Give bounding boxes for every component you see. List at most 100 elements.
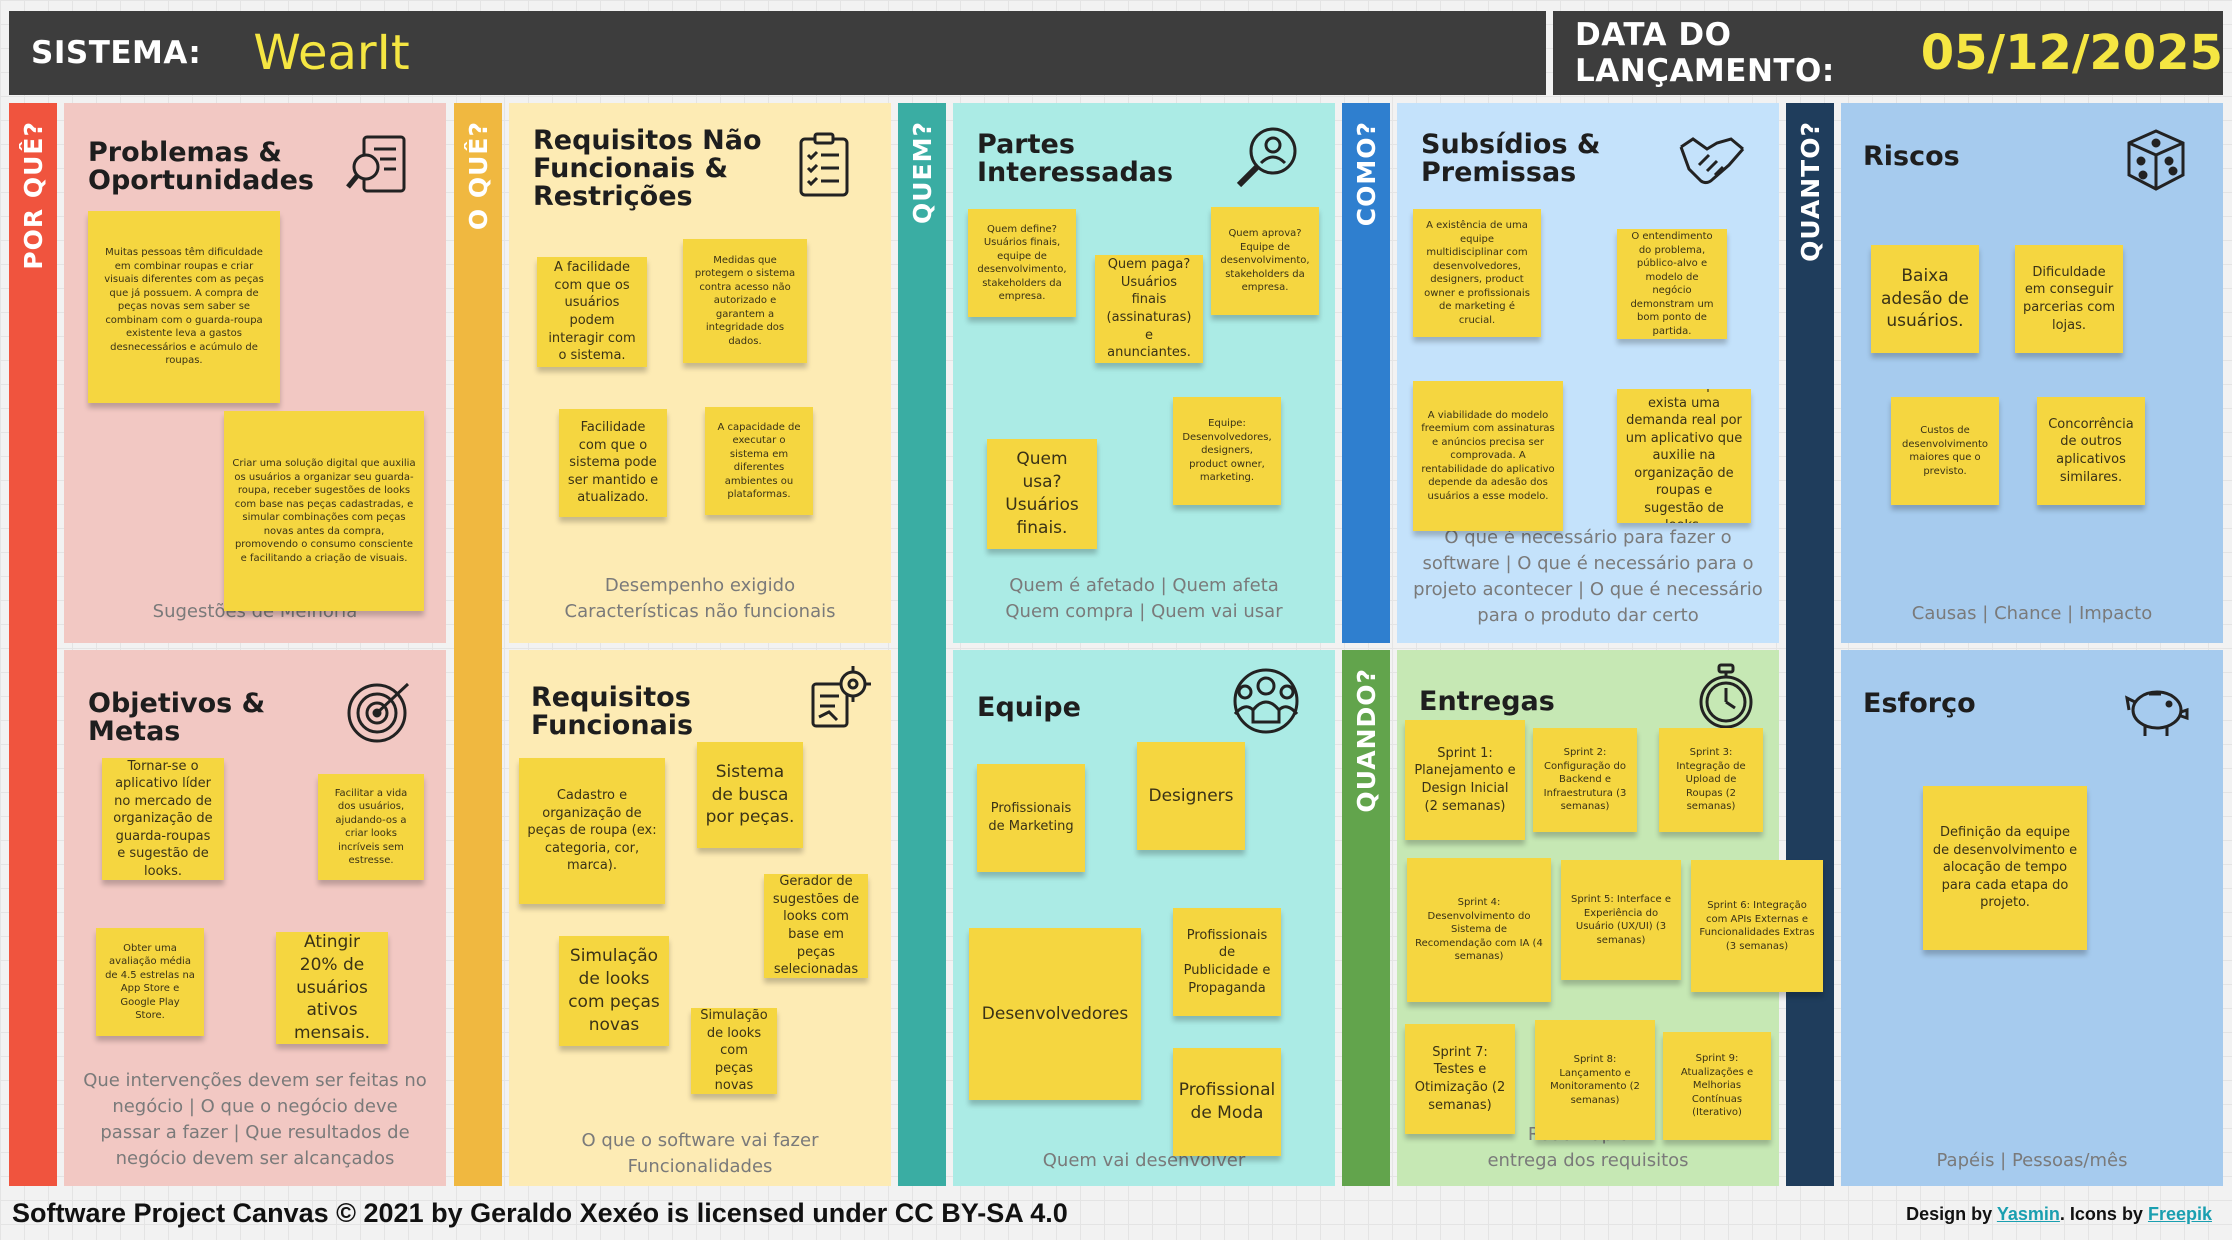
risks-note-1[interactable]: Baixa adesão de usuários.: [1871, 245, 1979, 353]
team-note-2[interactable]: Designers: [1137, 742, 1245, 850]
section-who-label: QUEM?: [907, 121, 937, 225]
delivery-note-8[interactable]: Sprint 8: Lançamento e Monitoramento (2 …: [1535, 1020, 1655, 1140]
panel-problems-title: Problemas & Oportunidades: [88, 137, 315, 196]
team-icon: [1233, 668, 1299, 734]
icons-source-link[interactable]: Freepik: [2147, 1204, 2212, 1224]
system-label: SISTEMA:: [31, 35, 202, 71]
stopwatch-icon: [1699, 663, 1753, 729]
goals-note-3[interactable]: Obter uma avaliação média de 4.5 estrela…: [96, 928, 204, 1036]
delivery-note-2[interactable]: Sprint 2: Configuração do Backend e Infr…: [1533, 728, 1637, 832]
panel-effort-desc: Papéis | Pessoas/mês: [1936, 1150, 2128, 1171]
nonfunc-note-2[interactable]: Medidas que protegem o sistema contra ac…: [683, 239, 807, 363]
panel-team: Equipe Quem vai desenvolver Profissionai…: [953, 650, 1335, 1186]
panel-deliveries: Entregas Roadmap d… entrega dos requisit…: [1397, 650, 1823, 1186]
risks-note-2[interactable]: Dificuldade em conseguir parcerias com l…: [2015, 245, 2123, 353]
section-howmuch-label: QUANTO?: [1795, 121, 1825, 262]
panel-stakeholders-title: Partes Interessadas: [977, 129, 1174, 188]
delivery-note-5[interactable]: Sprint 5: Interface e Experiência do Usu…: [1561, 860, 1681, 980]
system-header: SISTEMA: WearIt: [9, 11, 1546, 95]
problems-note-2[interactable]: Criar uma solução digital que auxilia os…: [224, 411, 424, 611]
dice-icon: [2127, 129, 2185, 191]
panel-effort: Esforço Papéis | Pessoas/mês Definição d…: [1841, 650, 2223, 1186]
system-name[interactable]: WearIt: [253, 25, 410, 81]
magnifier-document-icon: [346, 135, 406, 193]
effort-note-1[interactable]: Definição da equipe de desenvolvimento e…: [1923, 786, 2087, 950]
section-howmuch-bar: QUANTO?: [1786, 103, 1834, 1186]
panel-goals-title: Objetivos & Metas: [88, 688, 266, 747]
checklist-icon: [799, 132, 849, 197]
credits: Design by Yasmin. Icons by Freepik: [1906, 1204, 2212, 1225]
panel-nonfunctional-desc: Desempenho exigido Características não f…: [564, 575, 836, 622]
panel-functional-title: Requisitos Funcionais: [531, 682, 694, 741]
panel-risks: Riscos Causas | Chance | Impacto Baixa a…: [1841, 103, 2223, 643]
goals-note-1[interactable]: Tornar-se o aplicativo líder no mercado …: [102, 758, 224, 880]
section-when-bar: QUANDO?: [1342, 650, 1390, 1186]
panel-functional-desc: O que o software vai fazer Funcionalidad…: [581, 1130, 819, 1177]
nonfunc-note-3[interactable]: Facilidade com que o sistema pode ser ma…: [559, 409, 667, 517]
panel-effort-title: Esforço: [1863, 688, 1976, 719]
team-note-3[interactable]: Desenvolvedores: [969, 928, 1141, 1100]
goals-note-4[interactable]: Atingir 20% de usuários ativos mensais.: [276, 932, 388, 1044]
icons-by-label: . Icons by: [2059, 1204, 2143, 1224]
panel-subsidies-title: Subsídios & Premissas: [1421, 129, 1601, 188]
func-note-1[interactable]: Cadastro e organização de peças de roupa…: [519, 758, 665, 904]
nonfunc-note-1[interactable]: A facilidade com que os usuários podem i…: [537, 257, 647, 367]
panel-stakeholders-desc: Quem é afetado | Quem afeta Quem compra …: [1005, 575, 1283, 622]
team-note-5[interactable]: Profissional de Moda: [1173, 1048, 1281, 1156]
func-note-3[interactable]: Gerador de sugestões de looks com base e…: [764, 874, 868, 978]
section-why-bar: POR QUÊ?: [9, 103, 57, 1186]
piggy-bank-icon: [2125, 690, 2189, 736]
func-note-5[interactable]: Simulação de looks com peças novas: [691, 1008, 777, 1094]
designer-link[interactable]: Yasmin: [1996, 1204, 2060, 1224]
section-why-label: POR QUÊ?: [18, 121, 48, 270]
subsidies-note-2[interactable]: O entendimento do problema, público-alvo…: [1617, 229, 1727, 339]
delivery-note-3[interactable]: Sprint 3: Integração de Upload de Roupas…: [1659, 728, 1763, 832]
target-icon: [347, 682, 410, 743]
risks-note-4[interactable]: Concorrência de outros aplicativos simil…: [2037, 397, 2145, 505]
panel-risks-title: Riscos: [1863, 141, 1960, 172]
delivery-note-9[interactable]: Sprint 9: Atualizações e Melhorias Contí…: [1663, 1032, 1771, 1140]
team-note-4[interactable]: Profissionais de Publicidade e Propagand…: [1173, 908, 1281, 1016]
panel-team-title: Equipe: [977, 692, 1081, 723]
design-by-label: Design by: [1906, 1204, 1993, 1224]
subsidies-note-4[interactable]: É crucial que exista uma demanda real po…: [1617, 389, 1751, 523]
panel-goals-desc: Que intervenções devem ser feitas no neg…: [83, 1070, 427, 1169]
stakeholders-note-5[interactable]: Quem usa? Usuários finais.: [987, 439, 1097, 549]
panel-goals: Objetivos & Metas Que intervenções devem…: [64, 650, 446, 1186]
section-how-label: COMO?: [1351, 121, 1381, 227]
panel-stakeholders: Partes Interessadas Quem é afetado | Que…: [953, 103, 1335, 643]
panel-subsidies: Subsídios & Premissas O que é necessário…: [1397, 103, 1779, 643]
problems-note-1[interactable]: Muitas pessoas têm dificuldade em combin…: [88, 211, 280, 403]
stakeholders-note-4[interactable]: Equipe: Desenvolvedores, designers, prod…: [1173, 397, 1281, 505]
nonfunc-note-4[interactable]: A capacidade de executar o sistema em di…: [705, 407, 813, 515]
launch-label: DATA DO LANÇAMENTO:: [1575, 17, 1835, 89]
delivery-note-7[interactable]: Sprint 7: Testes e Otimização (2 semanas…: [1405, 1024, 1515, 1134]
panel-nonfunctional: Requisitos Não Funcionais & Restrições D…: [509, 103, 891, 643]
delivery-note-4[interactable]: Sprint 4: Desenvolvimento do Sistema de …: [1407, 858, 1551, 1002]
magnifier-person-icon: [1236, 127, 1297, 188]
func-note-2[interactable]: Sistema de busca por peças.: [697, 742, 803, 848]
panel-nonfunctional-title: Requisitos Não Funcionais & Restrições: [533, 125, 762, 212]
section-what-label: O QUÊ?: [463, 121, 493, 231]
launch-date[interactable]: 05/12/2025: [1920, 25, 2223, 81]
stakeholders-note-2[interactable]: Quem paga? Usuários finais (assinaturas)…: [1095, 255, 1203, 363]
panel-risks-desc: Causas | Chance | Impacto: [1911, 603, 2153, 624]
section-how-bar: COMO?: [1342, 103, 1390, 643]
subsidies-note-1[interactable]: A existência de uma equipe multidiscipli…: [1413, 209, 1541, 337]
team-note-1[interactable]: Profissionais de Marketing: [977, 764, 1085, 872]
section-what-bar: O QUÊ?: [454, 103, 502, 1186]
panel-functional: Requisitos Funcionais O que o software v…: [509, 650, 891, 1186]
panel-problems: Problemas & Oportunidades Re… Sugestões …: [64, 103, 446, 643]
gear-document-icon: [811, 666, 871, 728]
delivery-note-6[interactable]: Sprint 6: Integração com APIs Externas e…: [1691, 860, 1823, 992]
stakeholders-note-3[interactable]: Quem aprova? Equipe de desenvolvimento, …: [1211, 207, 1319, 315]
risks-note-3[interactable]: Custos de desenvolvimento maiores que o …: [1891, 397, 1999, 505]
subsidies-note-3[interactable]: A viabilidade do modelo freemium com ass…: [1413, 381, 1563, 531]
section-who-bar: QUEM?: [898, 103, 946, 1186]
panel-deliveries-title: Entregas: [1419, 686, 1555, 717]
func-note-4[interactable]: Simulação de looks com peças novas: [559, 936, 669, 1046]
delivery-note-1[interactable]: Sprint 1: Planejamento e Design Inicial …: [1405, 720, 1525, 840]
goals-note-2[interactable]: Facilitar a vida dos usuários, ajudando-…: [318, 774, 424, 880]
stakeholders-note-1[interactable]: Quem define? Usuários finais, equipe de …: [968, 209, 1076, 317]
panel-subsidies-desc: O que é necessário para fazer o software…: [1413, 527, 1763, 626]
